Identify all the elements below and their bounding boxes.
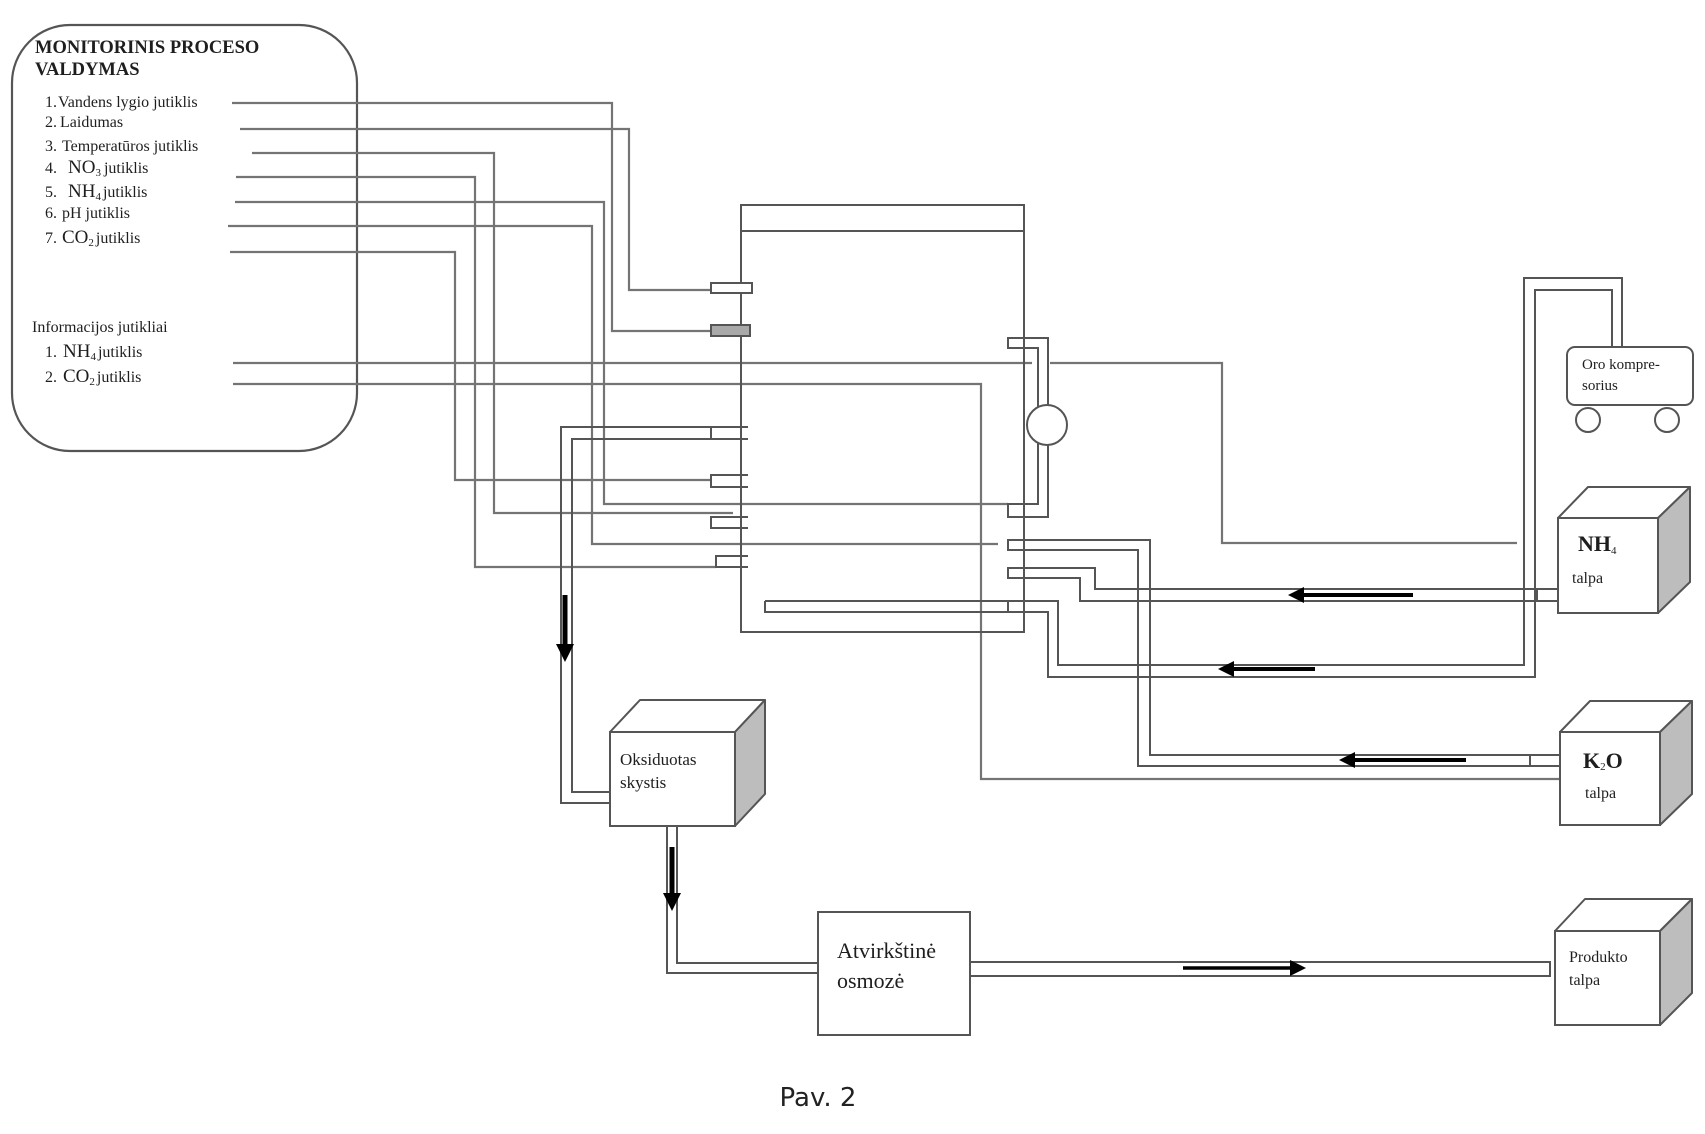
formula-main: K: [1583, 748, 1600, 773]
sensor-number: 5.: [45, 184, 57, 201]
sensor-item-temperature: 3. Temperatūros jutiklis: [45, 138, 198, 155]
flow-arrow-down-to-osmosis: [663, 847, 681, 911]
compressor-wheel-icon: [1576, 408, 1600, 432]
reverse-osmosis-label-line2: osmozė: [837, 968, 904, 993]
pipe-nh4-feed: [1008, 568, 1560, 601]
arrow-left-icon: [1218, 661, 1234, 677]
compressor-label-line1: Oro kompre-: [1582, 357, 1660, 373]
sensor-number: 2.: [45, 114, 57, 131]
figure-caption: Pav. 2: [780, 1083, 857, 1113]
sensor-formula: NH: [68, 181, 96, 202]
reverse-osmosis-unit: Atvirkštinė osmozė: [818, 912, 970, 1035]
sensor-label: jutiklis: [96, 369, 141, 386]
wire-info-co2-sensor: [233, 384, 1562, 779]
compressor-body: [1567, 347, 1693, 405]
info-sensor-item-nh4: 1. NH4jutiklis: [45, 341, 142, 363]
sensor-label: Temperatūros jutiklis: [62, 138, 198, 155]
monitoring-panel: MONITORINIS PROCESO VALDYMAS 1.Vandens l…: [12, 25, 357, 451]
sensor-label: jutiklis: [102, 184, 147, 201]
pipe-air-supply: [765, 278, 1622, 677]
nh4-tank-label: talpa: [1572, 570, 1603, 587]
sensor-label: Vandens lygio jutiklis: [58, 94, 198, 111]
formula-subscript: 4: [1611, 545, 1617, 557]
sensor-item-conductivity: 2.Laidumas: [45, 114, 123, 131]
sensor-formula: NO: [68, 157, 95, 178]
sensor-port-conductivity: [711, 325, 750, 336]
wire-info-nh4-sensor: [233, 363, 1517, 543]
sensor-number: 7.: [45, 230, 57, 247]
recirculation-pipe-upper: [1008, 338, 1048, 407]
sensor-item-no3: 4. NO3jutiklis: [45, 157, 148, 179]
sensor-label: Laidumas: [60, 114, 123, 131]
info-sensor-item-co2: 2. CO2jutiklis: [45, 366, 141, 388]
sensor-formula: CO: [63, 366, 89, 387]
arrow-down-icon: [663, 893, 681, 911]
air-compressor: Oro kompre- sorius: [1567, 347, 1693, 432]
sensor-number: 3.: [45, 138, 57, 155]
k2o-tank-label: talpa: [1585, 785, 1616, 802]
reverse-osmosis-label-line1: Atvirkštinė: [837, 938, 936, 963]
formula-main: O: [1606, 748, 1623, 773]
sensor-label: jutiklis: [97, 344, 142, 361]
sensor-port-no3: [716, 556, 748, 567]
product-tank-label-line2: talpa: [1569, 972, 1600, 989]
sensor-number: 2.: [45, 369, 57, 386]
sensor-item-water-level: 1.Vandens lygio jutiklis: [45, 94, 198, 111]
wire-no3-sensor: [236, 177, 716, 567]
sensor-subscript: 4: [95, 191, 101, 203]
sensor-formula: NH: [63, 341, 91, 362]
product-tank-label-line1: Produkto: [1569, 949, 1628, 966]
sensor-subscript: 2: [89, 376, 95, 388]
sensor-number: 6.: [45, 205, 57, 222]
recirculation-pipe-lower: [1008, 443, 1048, 517]
sensor-subscript: 2: [88, 237, 94, 249]
compressor-wheel-icon: [1655, 408, 1679, 432]
sensor-item-co2: 7. CO2jutiklis: [45, 227, 140, 249]
formula-main: NH: [1578, 531, 1611, 556]
pipes: [561, 278, 1622, 976]
flow-arrow-air-supply: [1218, 661, 1315, 677]
recirculation-loop: [1008, 338, 1067, 517]
oxidized-tank-label-line1: Oksiduotas: [620, 750, 697, 769]
sensor-label: jutiklis: [103, 160, 148, 177]
k2o-tank: K2O talpa: [1560, 701, 1692, 825]
sensor-label: jutiklis: [95, 230, 140, 247]
oxidized-liquid-tank: Oksiduotas skystis: [610, 700, 765, 826]
info-sensors-heading: Informacijos jutikliai: [32, 319, 168, 336]
sensor-subscript: 4: [90, 351, 96, 363]
sensor-label: pH jutiklis: [62, 205, 130, 222]
wire-co2-sensor: [230, 252, 711, 480]
sensor-item-ph: 6. pH jutiklis: [45, 205, 130, 222]
sensor-port-water-level: [711, 283, 752, 293]
panel-title-line1: MONITORINIS PROCESO: [35, 38, 259, 58]
sensor-formula: CO: [62, 227, 88, 248]
sensor-port-temperature: [711, 517, 748, 528]
sensor-number: 4.: [45, 160, 57, 177]
wire-nh4-sensor: [235, 202, 1008, 504]
wire-water-level-sensor: [232, 103, 711, 331]
oxidized-tank-label-line2: skystis: [620, 773, 666, 792]
pipe-k2o-feed: [1008, 540, 1572, 766]
sensor-number: 1.: [45, 344, 57, 361]
pipe-to-reverse-osmosis: [667, 826, 820, 973]
panel-title-line2: VALDYMAS: [35, 60, 140, 80]
compressor-label-line2: sorius: [1582, 378, 1618, 394]
wire-temperature-sensor: [252, 153, 733, 513]
sensor-number: 1.: [45, 94, 57, 111]
sensor-item-nh4: 5. NH4jutiklis: [45, 181, 147, 203]
pump-icon: [1027, 405, 1067, 445]
product-tank: Produkto talpa: [1555, 899, 1692, 1025]
sensor-port-co2: [711, 475, 748, 487]
nh4-tank: NH4 talpa: [1558, 487, 1690, 613]
tank-front-face: [1560, 732, 1660, 825]
sensor-subscript: 3: [95, 167, 101, 179]
